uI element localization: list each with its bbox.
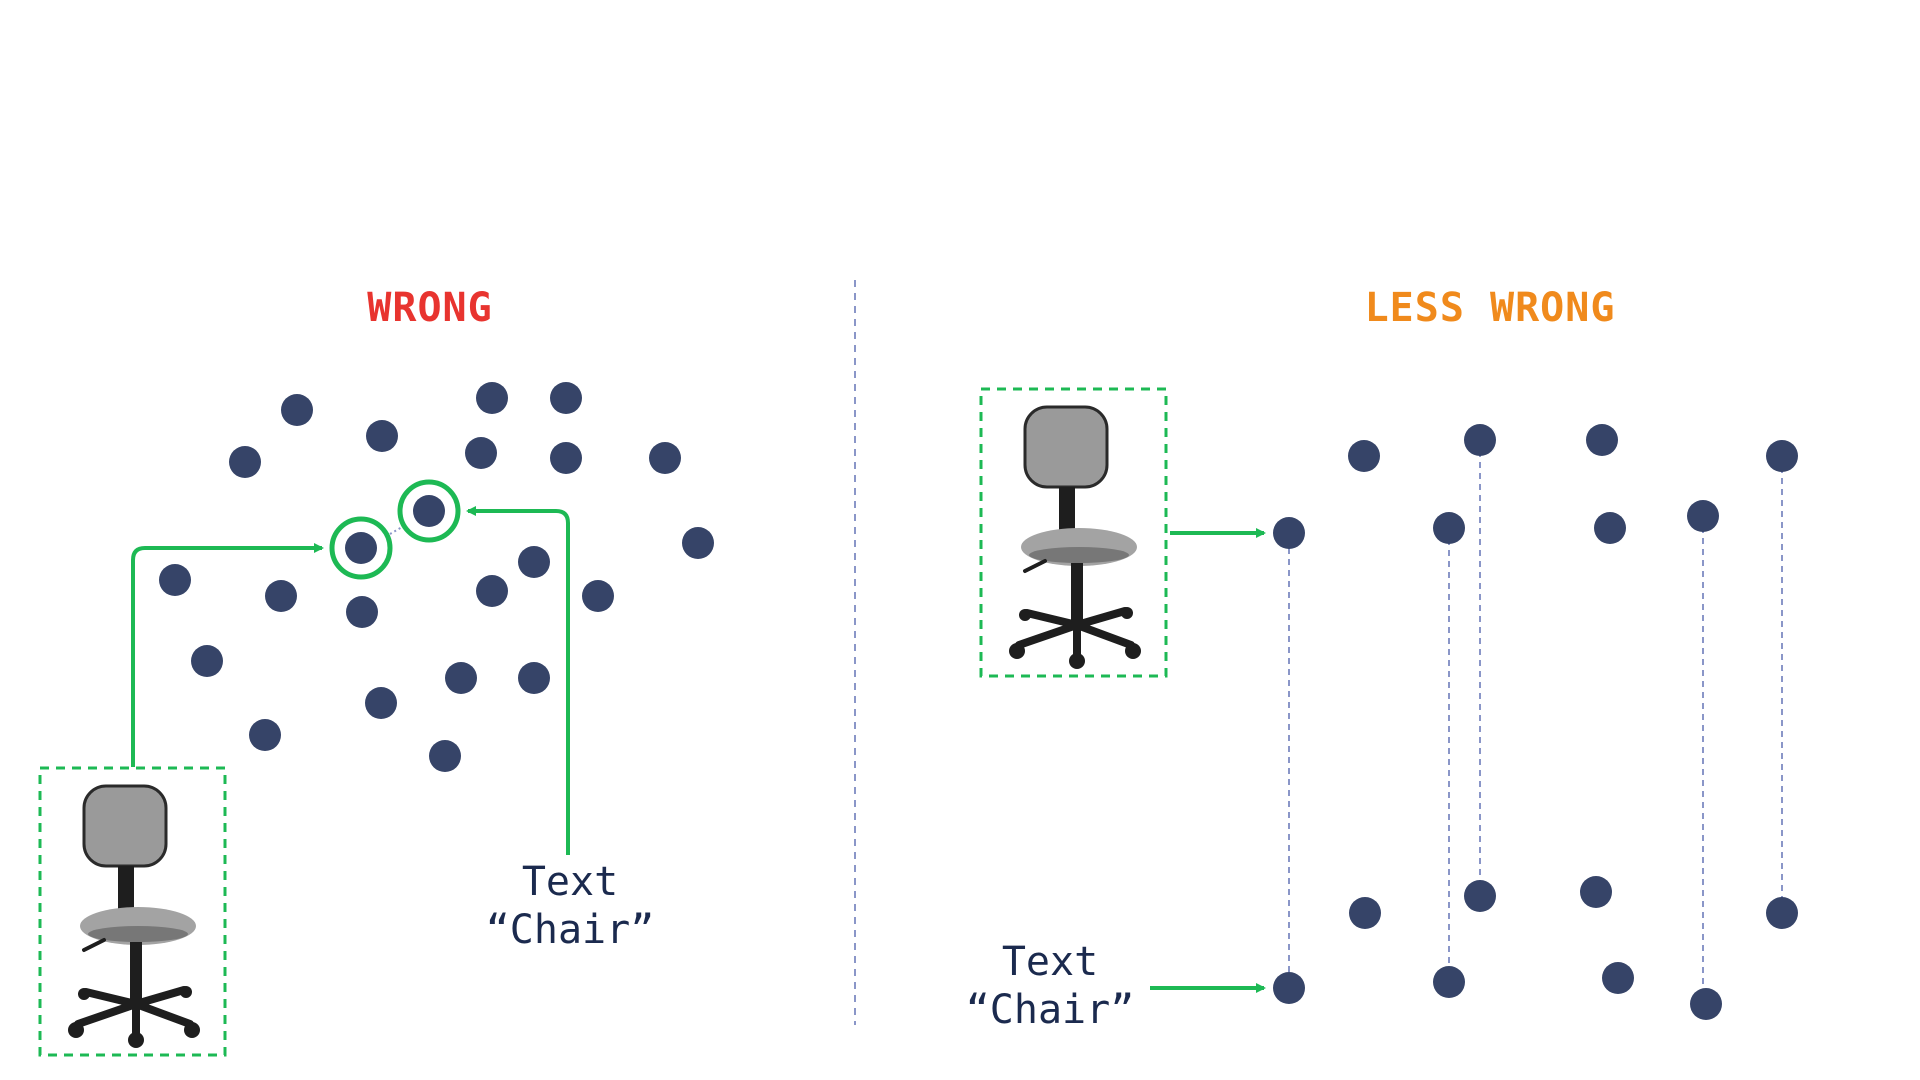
embedding-point — [649, 442, 681, 474]
text-to-embedding-arrow — [466, 506, 570, 855]
less-wrong-title: LESS WRONG — [1364, 285, 1616, 331]
embedding-point — [1690, 988, 1722, 1020]
left-chair-image — [68, 786, 200, 1048]
pair-gap-connector — [389, 526, 403, 535]
embedding-point — [1586, 424, 1618, 456]
left-image-box — [38, 766, 227, 1057]
embedding-point — [229, 446, 261, 478]
embedding-point — [476, 575, 508, 607]
embedding-point — [476, 382, 508, 414]
image-embedding-highlight — [329, 516, 393, 580]
embedding-point — [429, 740, 461, 772]
embedding-point — [1687, 500, 1719, 532]
embedding-point — [518, 546, 550, 578]
left-embedding-points — [159, 382, 714, 772]
left-text-chair-label: Text “Chair” — [460, 858, 680, 954]
embedding-point — [1348, 440, 1380, 472]
embedding-point — [1433, 512, 1465, 544]
wrong-title: WRONG — [367, 285, 493, 331]
embedding-point — [465, 437, 497, 469]
embedding-point — [249, 719, 281, 751]
embedding-point — [191, 645, 223, 677]
right-text-chair-label: Text “Chair” — [950, 938, 1150, 1034]
right-image-box — [979, 387, 1168, 678]
image-embedding-point — [1273, 517, 1305, 549]
embedding-point — [550, 442, 582, 474]
text-label-line: “Chair” — [485, 907, 655, 953]
embedding-point — [550, 382, 582, 414]
right-pair-links — [1288, 440, 1783, 1004]
embedding-point — [1766, 440, 1798, 472]
embedding-point — [1766, 897, 1798, 929]
embedding-point — [365, 687, 397, 719]
embedding-point — [1602, 962, 1634, 994]
embedding-point — [1349, 897, 1381, 929]
embedding-point — [265, 580, 297, 612]
text-label-line: “Chair” — [965, 987, 1135, 1033]
text-embedding-point — [413, 495, 445, 527]
embedding-point — [1580, 876, 1612, 908]
right-embedding-points — [1273, 424, 1798, 1020]
embedding-point — [366, 420, 398, 452]
embedding-point — [518, 662, 550, 694]
embedding-point — [582, 580, 614, 612]
embedding-point — [1464, 424, 1496, 456]
text-embedding-point — [1273, 972, 1305, 1004]
text-label-line: Text — [521, 859, 619, 905]
embedding-point — [346, 596, 378, 628]
embedding-point — [1464, 880, 1496, 912]
embedding-point — [159, 564, 191, 596]
text-label-line: Text — [1001, 939, 1099, 985]
text-embedding-highlight — [397, 479, 461, 543]
right-chair-image — [1009, 407, 1141, 669]
embedding-point — [281, 394, 313, 426]
image-embedding-point — [345, 532, 377, 564]
embedding-point — [682, 527, 714, 559]
embedding-point — [445, 662, 477, 694]
embedding-point — [1433, 966, 1465, 998]
embedding-point — [1594, 512, 1626, 544]
image-to-embedding-arrow — [131, 543, 324, 767]
